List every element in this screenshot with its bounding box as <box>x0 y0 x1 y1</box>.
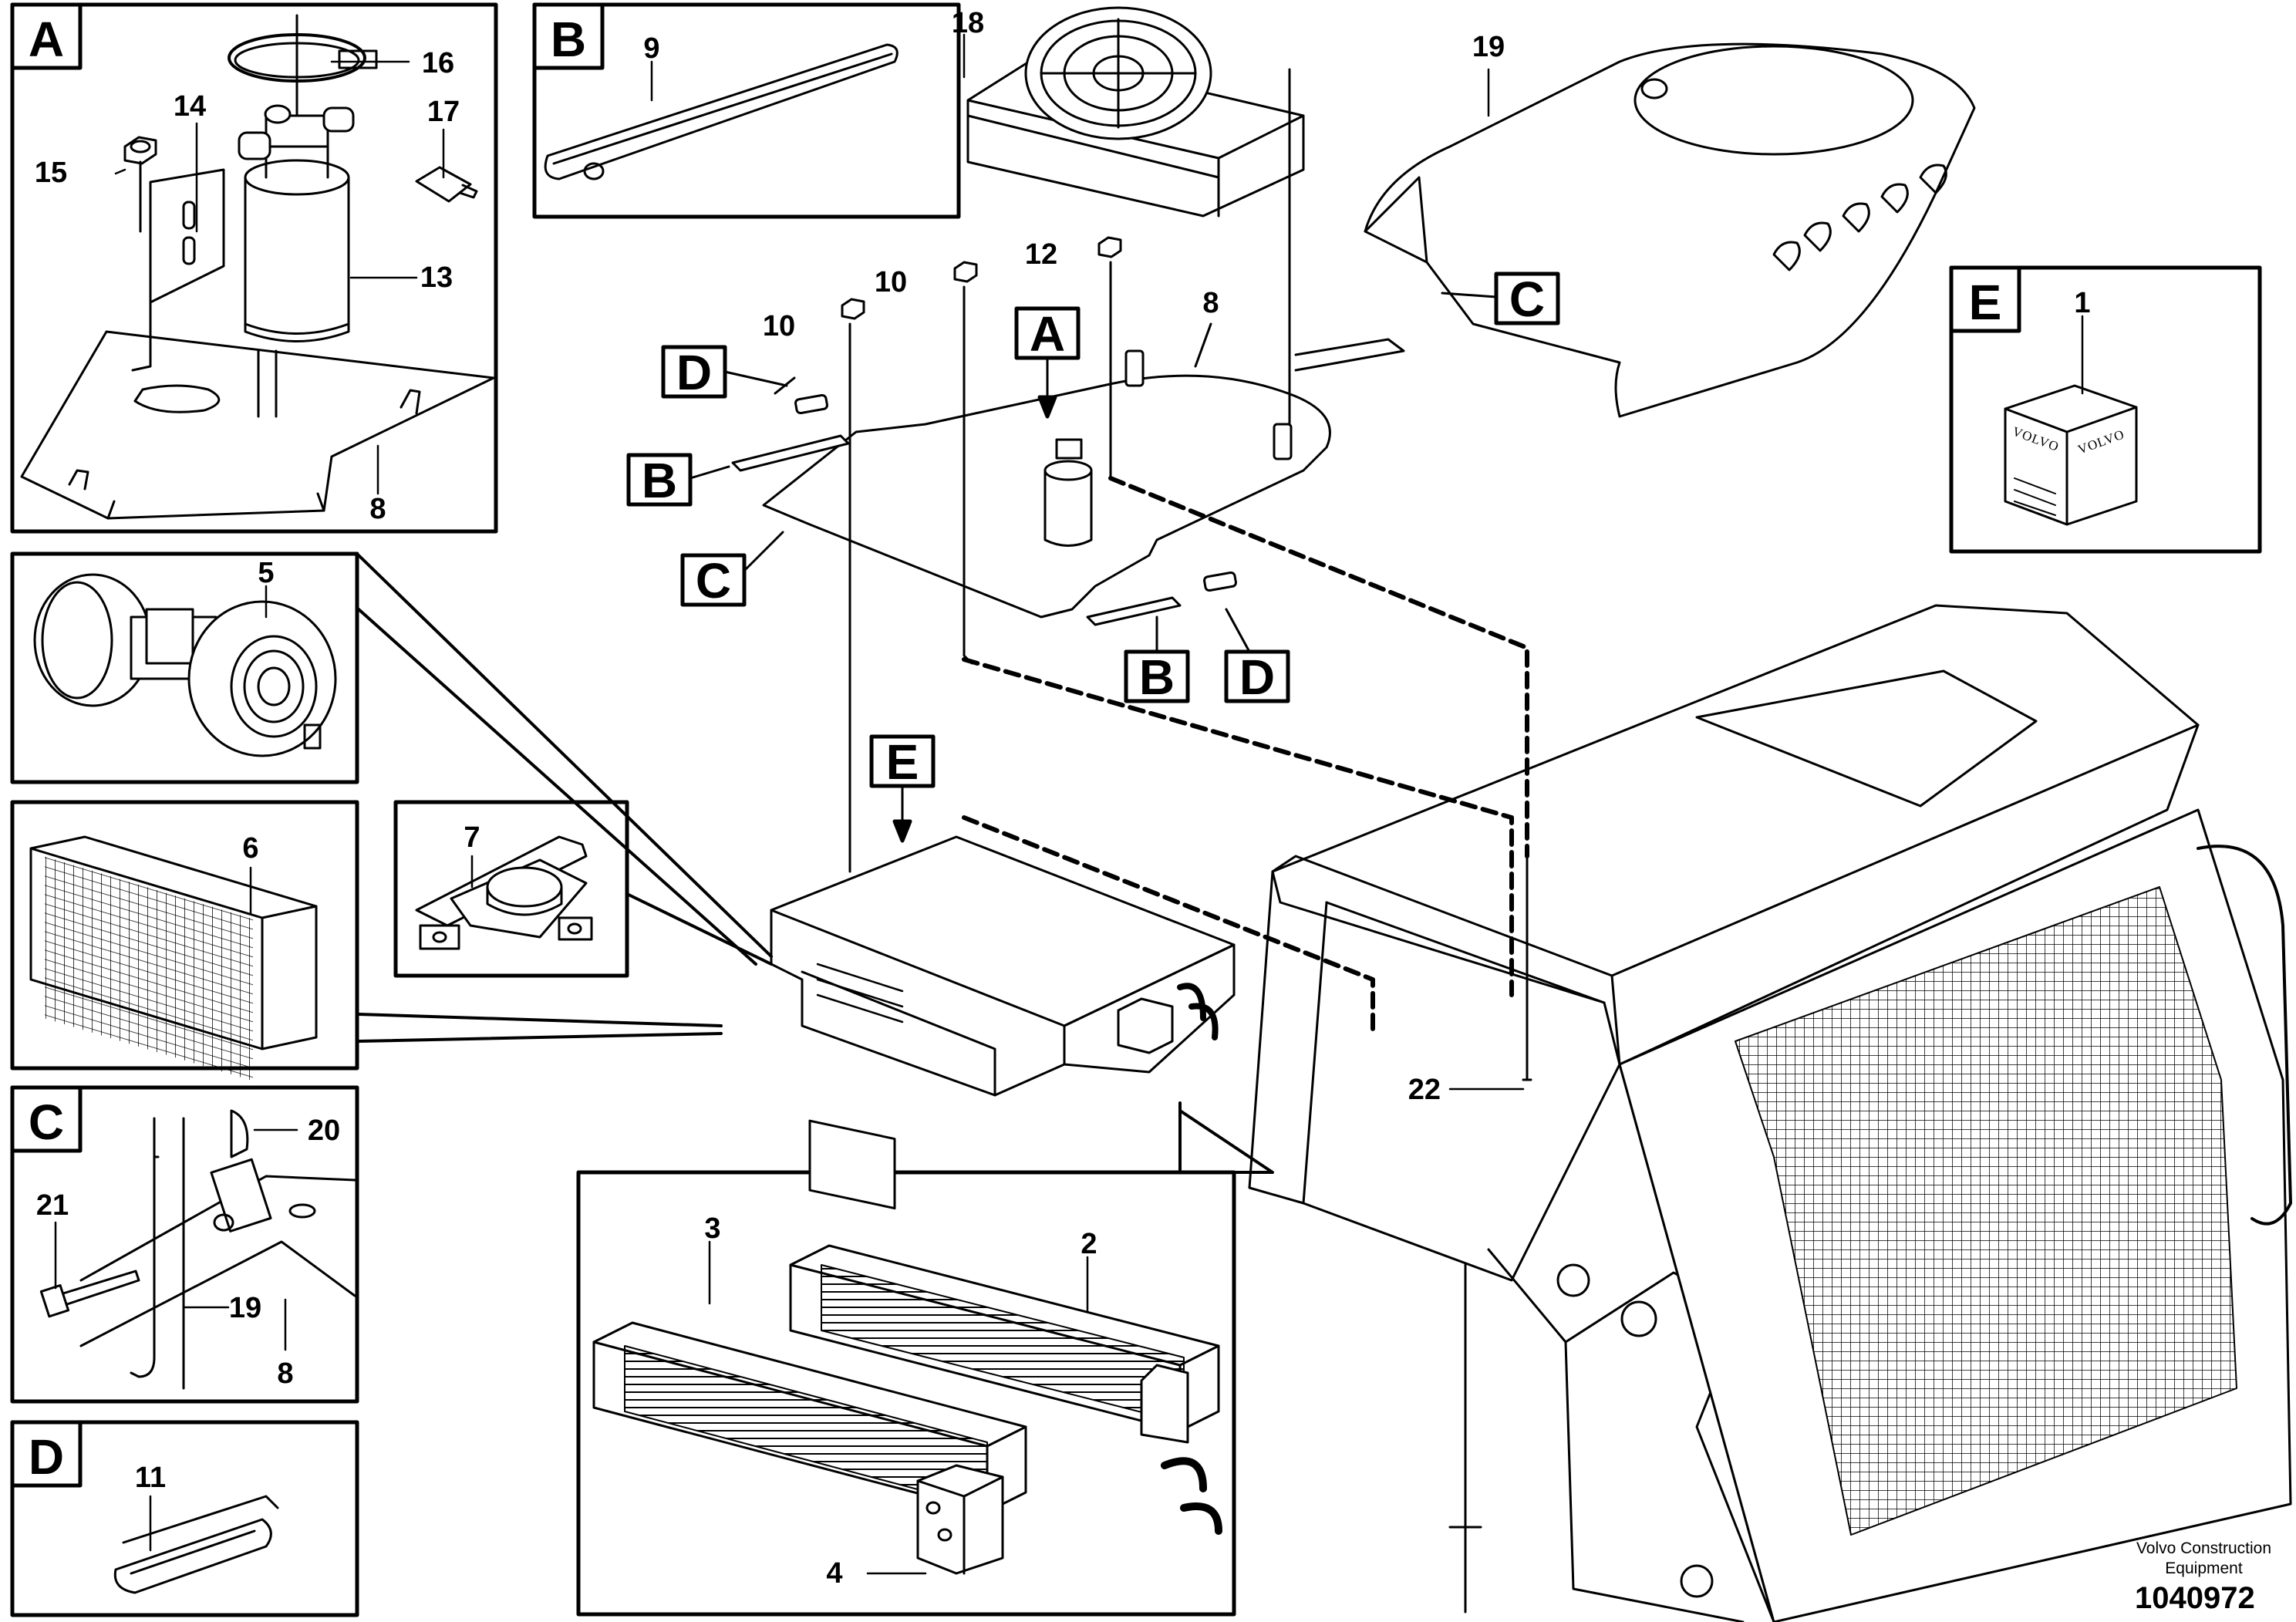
company-name: Volvo Construction Equipment <box>2113 1539 2294 1579</box>
callout-19-main: 19 <box>1472 31 1505 63</box>
callout-6: 6 <box>242 832 258 865</box>
resistor-detail-box <box>393 800 629 978</box>
detail-box-c-label: C <box>29 1094 64 1150</box>
mounting-plate-part <box>731 68 1405 873</box>
callout-16: 16 <box>422 47 454 79</box>
callout-15: 15 <box>35 157 67 189</box>
detail-box-d <box>10 1420 359 1617</box>
detail-box-d-label: D <box>29 1429 64 1485</box>
callout-18: 18 <box>952 7 984 39</box>
roof-cover-part <box>1364 42 1976 418</box>
marker-d-1: D <box>676 345 712 400</box>
marker-e: E <box>886 734 919 790</box>
detail-box-b-label: B <box>551 12 586 67</box>
marker-a: A <box>1030 306 1065 362</box>
detail-box-a-label: A <box>29 12 64 67</box>
condenser-fan-part <box>963 6 1305 218</box>
detail-box-c <box>10 1085 359 1404</box>
marker-d-2: D <box>1239 649 1275 705</box>
marker-c-1: C <box>696 553 731 609</box>
leader-lines <box>357 554 1274 1174</box>
marker-b-2: B <box>1139 649 1175 705</box>
callout-20: 20 <box>308 1114 340 1147</box>
callout-12: 12 <box>1025 238 1057 271</box>
callout-13: 13 <box>420 261 453 294</box>
callout-10-right: 10 <box>875 266 907 298</box>
drawing-number: 1040972 <box>2135 1581 2255 1615</box>
callout-1: 1 <box>2074 287 2090 319</box>
company-name-line-1: Volvo Construction <box>2136 1539 2272 1557</box>
blower-detail-box <box>10 551 359 784</box>
callout-17: 17 <box>427 96 460 128</box>
detail-box-e <box>1949 265 2262 554</box>
callout-8-box-a: 8 <box>369 493 386 525</box>
callout-19-box-c: 19 <box>229 1292 261 1324</box>
letter-marker-boxes <box>626 271 1560 843</box>
callout-4: 4 <box>826 1557 842 1590</box>
callout-9: 9 <box>643 32 659 65</box>
detail-box-b <box>532 2 961 219</box>
callout-8-main: 8 <box>1202 287 1219 319</box>
callout-2: 2 <box>1081 1228 1097 1260</box>
callout-14: 14 <box>174 90 206 123</box>
marker-c-2: C <box>1509 271 1545 327</box>
callout-5: 5 <box>258 557 274 589</box>
callout-21: 21 <box>36 1189 69 1222</box>
callout-8-box-c: 8 <box>277 1357 293 1390</box>
filter-detail-box <box>10 800 359 1081</box>
detail-box-a <box>10 2 498 534</box>
callout-3: 3 <box>704 1212 720 1245</box>
detail-box-e-label: E <box>1969 275 2002 330</box>
heater-unit-part <box>770 835 1236 1210</box>
callout-22: 22 <box>1408 1074 1441 1106</box>
callout-10-left: 10 <box>763 310 795 342</box>
company-name-line-2: Equipment <box>2165 1560 2243 1577</box>
callout-11: 11 <box>135 1462 166 1494</box>
callout-7: 7 <box>464 821 480 854</box>
cab-frame-part <box>962 476 2292 1622</box>
marker-b-1: B <box>642 453 677 508</box>
coolers-detail-box <box>576 1170 1236 1617</box>
